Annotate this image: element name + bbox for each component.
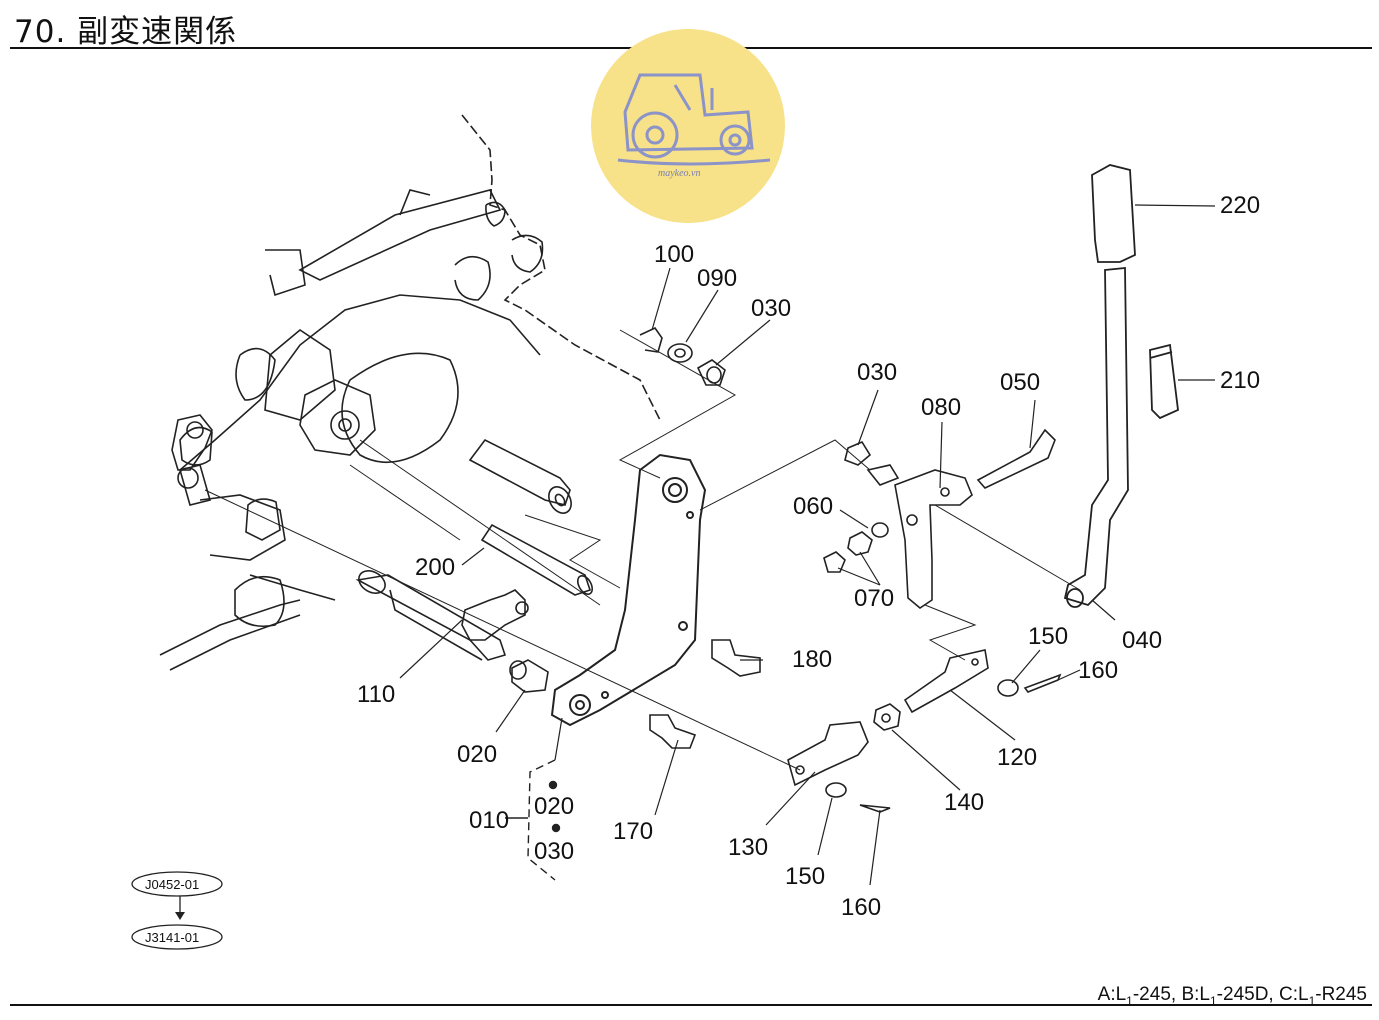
- model-c: C:L1-R245: [1278, 984, 1367, 1008]
- part-labels: 220 210 100 090 030 030 080 050 060 070 …: [357, 192, 1260, 921]
- label-040: 040: [1122, 627, 1162, 654]
- page-title: 70. 副変速関係: [14, 14, 238, 50]
- collar-020: [509, 659, 549, 693]
- link-130: [787, 721, 891, 813]
- model-b: B:L1-245D,: [1181, 984, 1274, 1008]
- footer-divider: [10, 1004, 1372, 1006]
- label-150-right: 150: [1028, 623, 1068, 650]
- clip-washer-bushing: [639, 326, 726, 386]
- callout-lines: [399, 204, 1216, 886]
- shift-fork: [461, 589, 529, 641]
- label-080: 080: [921, 394, 961, 421]
- lever-plate-010: [550, 453, 707, 727]
- tractor-icon: [617, 73, 771, 166]
- label-050: 050: [1000, 369, 1040, 396]
- nut-140: [873, 703, 901, 731]
- watermark-logo: maykeo.vn: [591, 29, 785, 223]
- rod-120: [903, 649, 1062, 714]
- watermark-text: maykeo.vn: [658, 168, 700, 179]
- label-130: 130: [728, 834, 768, 861]
- label-030-right: 030: [857, 359, 897, 386]
- label-220: 220: [1220, 192, 1260, 219]
- label-150-bottom: 150: [785, 863, 825, 890]
- bolt-180: [711, 639, 761, 677]
- sleeve-part: [468, 438, 572, 514]
- label-160-right: 160: [1078, 657, 1118, 684]
- label-070: 070: [854, 585, 894, 612]
- label-120: 120: [997, 744, 1037, 771]
- label-090: 090: [697, 265, 737, 292]
- label-060: 060: [793, 493, 833, 520]
- label-180: 180: [792, 646, 832, 673]
- label-110: 110: [357, 681, 395, 708]
- label-160-bottom: 160: [841, 894, 881, 921]
- label-200: 200: [415, 554, 455, 581]
- bolt-170: [649, 714, 697, 749]
- model-a: A:L1-245,: [1097, 984, 1177, 1008]
- label-170: 170: [613, 818, 653, 845]
- reference-tags: J0452-01 J3141-01: [131, 871, 223, 950]
- grip-220: [1091, 164, 1136, 263]
- assembly-bracket: [505, 759, 561, 881]
- label-010: 010: [469, 807, 509, 834]
- ref-to: J3141-01: [145, 930, 199, 945]
- shift-lever-040: [1063, 267, 1129, 608]
- label-030-top: 030: [751, 295, 791, 322]
- label-020: 020: [457, 741, 497, 768]
- model-list: A:L1-245, B:L1-245D, C:L1-R245: [1098, 984, 1367, 1008]
- label-010-020: 020: [534, 793, 574, 820]
- label-100: 100: [654, 241, 694, 268]
- ref-from: J0452-01: [145, 877, 199, 892]
- label-210: 210: [1220, 367, 1260, 394]
- selector-arm-left: [171, 414, 213, 506]
- transmission-housing: [159, 114, 661, 671]
- bracket-080: [823, 428, 1056, 609]
- cap-210: [1149, 343, 1179, 420]
- rod-200: [480, 523, 594, 596]
- label-140: 140: [944, 789, 984, 816]
- label-010-030: 030: [534, 838, 574, 865]
